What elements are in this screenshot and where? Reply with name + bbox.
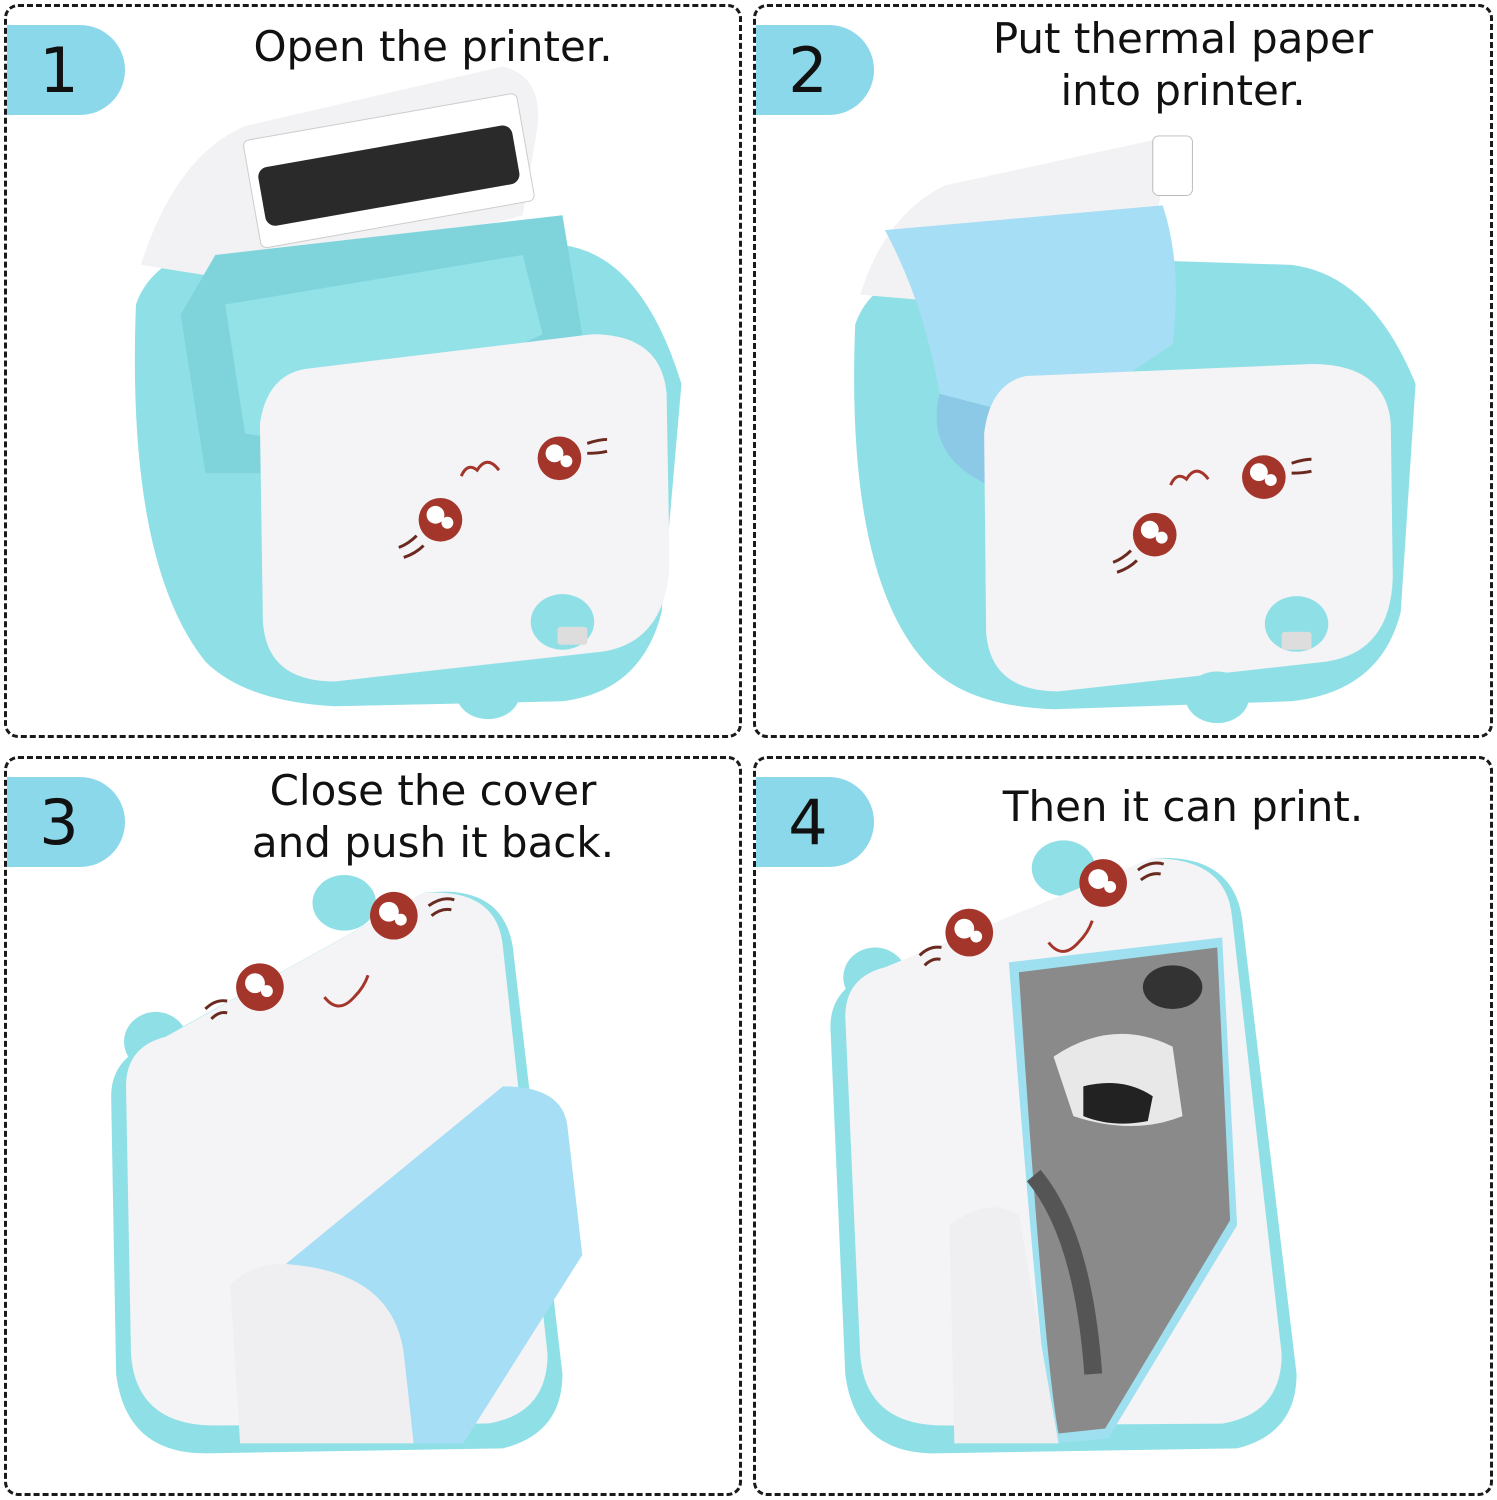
step-panel-1: 1 Open the printer. bbox=[4, 4, 742, 738]
step-number-badge: 1 bbox=[7, 25, 125, 115]
step-panel-2: 2 Put thermal paper into printer. bbox=[753, 4, 1493, 738]
step-title-line: Close the cover bbox=[269, 766, 597, 815]
cute-face-icon bbox=[398, 436, 608, 559]
printer-printing-illustration bbox=[830, 840, 1297, 1454]
step-title-line: Then it can print. bbox=[1002, 782, 1364, 831]
cute-face-icon bbox=[1112, 455, 1312, 574]
step-number-badge: 2 bbox=[756, 25, 874, 115]
printer-closed-illustration bbox=[111, 875, 583, 1454]
step-title-line: Open the printer. bbox=[253, 22, 613, 71]
step-panel-4: 4 Then it can print. bbox=[753, 756, 1493, 1496]
step-title-line: and push it back. bbox=[251, 818, 615, 867]
printed-photo-image bbox=[1008, 937, 1238, 1444]
step-title-line: Put thermal paper bbox=[992, 14, 1374, 63]
step-title: Put thermal paper into printer. bbox=[906, 13, 1460, 117]
step-number-badge: 3 bbox=[7, 777, 125, 867]
printer-open-illustration bbox=[134, 66, 682, 720]
step-number-badge: 4 bbox=[756, 777, 874, 867]
cute-face-icon bbox=[918, 859, 1165, 967]
step-title-line: into printer. bbox=[1060, 66, 1306, 115]
step-panel-3: 3 Close the cover and push it back. bbox=[4, 756, 742, 1496]
printer-paper-insert-illustration bbox=[854, 135, 1416, 724]
step-title: Then it can print. bbox=[906, 781, 1460, 833]
cute-face-icon bbox=[204, 891, 455, 1020]
step-title: Open the printer. bbox=[157, 21, 709, 73]
step-title: Close the cover and push it back. bbox=[157, 765, 709, 869]
